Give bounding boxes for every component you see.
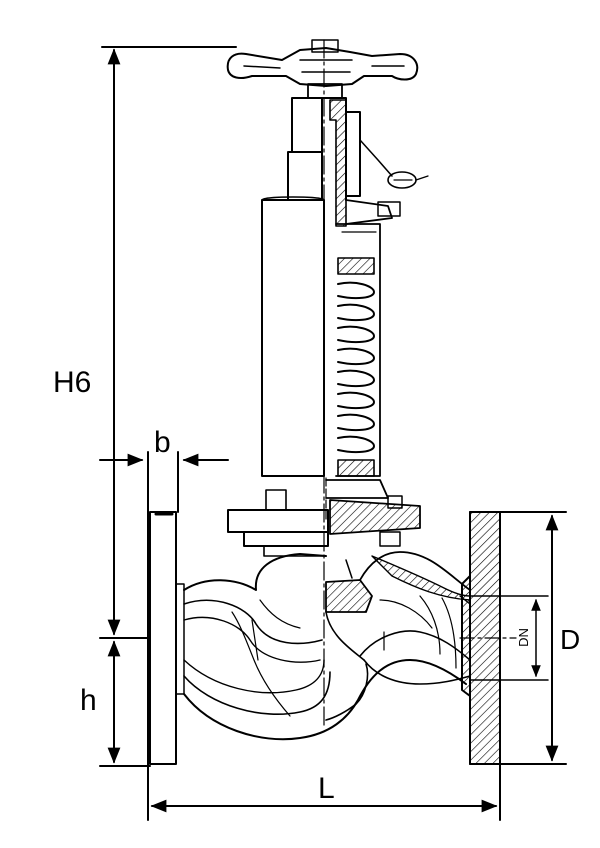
dimension-label-dn: DN <box>515 628 531 647</box>
dimension-lines <box>99 46 567 821</box>
handwheel <box>226 39 419 99</box>
body-flange <box>227 489 421 557</box>
dimension-label-d: D <box>560 624 581 655</box>
bonnet <box>287 97 429 227</box>
dimension-label-l: L <box>318 772 335 805</box>
center-lines <box>323 39 517 727</box>
left-flange <box>149 511 185 765</box>
dimension-label-h6: H6 <box>53 366 92 399</box>
valve-body <box>183 551 471 741</box>
spring-housing <box>261 196 389 499</box>
dimension-label-b: b <box>154 426 171 459</box>
dimension-label-h: h <box>80 684 97 717</box>
